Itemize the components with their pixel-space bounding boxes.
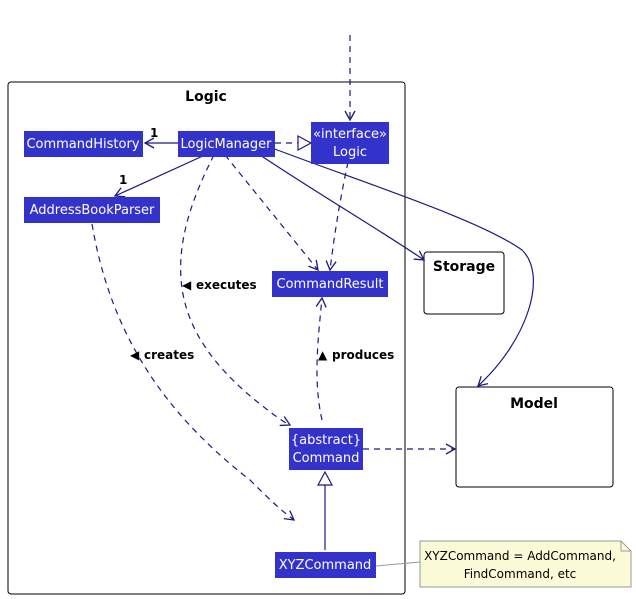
class-command-history-label: CommandHistory bbox=[26, 137, 139, 152]
class-address-book-parser[interactable]: AddressBookParser bbox=[24, 197, 160, 223]
class-command-stereotype: {abstract} bbox=[291, 433, 361, 448]
logic-package-title: Logic bbox=[185, 89, 227, 105]
class-address-book-parser-label: AddressBookParser bbox=[30, 203, 155, 218]
executes-arrowhead: ◀ bbox=[182, 278, 192, 292]
class-logic-manager-label: LogicManager bbox=[181, 137, 273, 152]
model-package bbox=[455, 386, 614, 488]
class-logic-manager[interactable]: LogicManager bbox=[178, 131, 275, 157]
history-multiplicity: 1 bbox=[150, 126, 158, 140]
manager-to-parser-edge bbox=[113, 154, 206, 198]
produces-arrowhead: ▲ bbox=[318, 348, 328, 362]
class-command-history[interactable]: CommandHistory bbox=[24, 131, 143, 157]
class-command-result-label: CommandResult bbox=[277, 277, 384, 292]
creates-arrowhead: ◀ bbox=[130, 348, 140, 362]
class-xyz-command[interactable]: XYZCommand bbox=[275, 552, 376, 578]
model-package-title: Model bbox=[510, 396, 558, 412]
logic-to-result-edge bbox=[325, 161, 349, 272]
class-command-result[interactable]: CommandResult bbox=[272, 271, 388, 297]
note-line-2: FindCommand, etc bbox=[464, 567, 577, 581]
creates-label: creates bbox=[144, 348, 194, 362]
note-connector bbox=[375, 561, 421, 567]
produces-label: produces bbox=[332, 348, 394, 362]
class-command-name: Command bbox=[293, 451, 360, 466]
class-logic-interface[interactable]: «interface» Logic bbox=[311, 122, 389, 164]
class-logic-stereotype: «interface» bbox=[313, 127, 387, 142]
manager-executes-command-edge bbox=[180, 154, 292, 427]
storage-package-title: Storage bbox=[433, 259, 495, 275]
note-line-1: XYZCommand = AddCommand, bbox=[424, 549, 616, 563]
manager-to-storage-edge bbox=[259, 154, 426, 261]
manager-to-result-edge bbox=[224, 154, 319, 272]
command-produces-result-edge bbox=[315, 296, 327, 421]
storage-package bbox=[423, 251, 505, 315]
class-xyz-command-label: XYZCommand bbox=[279, 558, 372, 573]
parser-multiplicity: 1 bbox=[119, 173, 127, 187]
class-command[interactable]: {abstract} Command bbox=[289, 428, 363, 470]
parser-creates-xyz-edge bbox=[91, 223, 296, 521]
manager-to-model-edge bbox=[271, 147, 534, 387]
class-logic-name: Logic bbox=[333, 145, 367, 160]
note: XYZCommand = AddCommand, FindCommand, et… bbox=[419, 540, 632, 588]
executes-label: executes bbox=[196, 278, 257, 292]
